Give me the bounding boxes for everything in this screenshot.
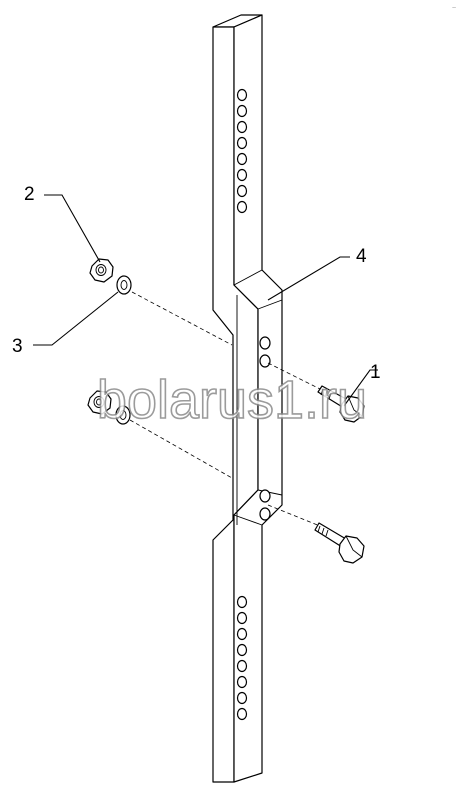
bar-crank-edge-lower bbox=[233, 514, 263, 526]
nut-upper bbox=[89, 258, 114, 283]
hole bbox=[259, 507, 271, 521]
bolt-head bbox=[338, 535, 365, 564]
callout-2: 2 bbox=[24, 184, 35, 205]
watermark: bolarus1.ru bbox=[97, 370, 367, 430]
washer-ring bbox=[115, 405, 131, 425]
nut-bore bbox=[95, 264, 107, 276]
bolt-thread bbox=[320, 388, 332, 400]
hole bbox=[236, 120, 248, 134]
hole bbox=[236, 595, 248, 609]
hole bbox=[259, 336, 271, 350]
corner-mark: ~ bbox=[452, 5, 456, 12]
axis-upper-left bbox=[131, 291, 233, 346]
hole bbox=[236, 184, 248, 198]
axis-upper-right bbox=[267, 362, 323, 391]
washer-hole bbox=[120, 280, 128, 290]
leader-lines bbox=[33, 194, 378, 407]
washer-upper bbox=[116, 275, 132, 295]
hole bbox=[236, 643, 248, 657]
nut-bore-inner bbox=[96, 398, 102, 406]
nut-bore bbox=[93, 396, 105, 408]
washer-hole bbox=[119, 410, 127, 420]
bolt-thread bbox=[317, 525, 329, 537]
nut-body bbox=[87, 390, 112, 415]
nut-bore-inner bbox=[98, 266, 104, 274]
axis-lower-left bbox=[129, 419, 233, 479]
hole bbox=[236, 88, 248, 102]
axis-lower-right bbox=[267, 504, 321, 527]
bolt-lower bbox=[314, 522, 365, 564]
bar-crank-edge-upper bbox=[233, 269, 263, 286]
leader-2 bbox=[44, 194, 101, 263]
lower-hole-column bbox=[236, 595, 248, 721]
callout-1: 1 bbox=[370, 362, 381, 383]
hole bbox=[236, 200, 248, 214]
hole bbox=[236, 104, 248, 118]
upper-hole-column bbox=[236, 88, 248, 214]
hole bbox=[236, 168, 248, 182]
washer-lower bbox=[115, 405, 131, 425]
bar-crank-edge-mid-top bbox=[257, 299, 283, 310]
leader-4 bbox=[267, 256, 350, 301]
hole bbox=[259, 354, 271, 368]
hole bbox=[259, 489, 271, 503]
hole bbox=[236, 136, 248, 150]
hole bbox=[236, 627, 248, 641]
callout-4: 4 bbox=[356, 246, 367, 267]
hole bbox=[236, 611, 248, 625]
leader-1 bbox=[343, 369, 378, 407]
leader-3 bbox=[33, 291, 119, 346]
hole bbox=[236, 675, 248, 689]
hole bbox=[236, 659, 248, 673]
hole bbox=[236, 707, 248, 721]
bolt-head-face bbox=[345, 535, 363, 558]
assembly-axes bbox=[129, 291, 323, 527]
middle-holes bbox=[259, 336, 271, 521]
washer-ring bbox=[116, 275, 132, 295]
nut-lower bbox=[87, 390, 112, 415]
bolt-head-face bbox=[347, 395, 363, 417]
callout-3: 3 bbox=[12, 336, 23, 357]
hole bbox=[236, 152, 248, 166]
nut-body bbox=[89, 258, 114, 283]
hole bbox=[236, 691, 248, 705]
